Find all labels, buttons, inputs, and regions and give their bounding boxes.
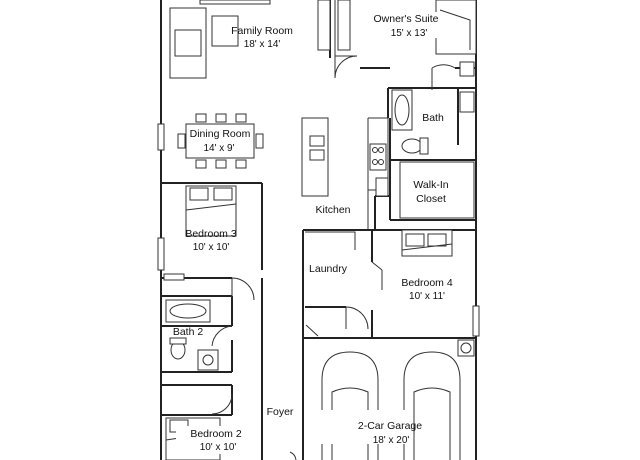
owners-suite-size: 15' x 13' — [391, 28, 428, 39]
owners-suite-name: Owner's Suite — [373, 13, 438, 25]
garage-size: 18' x 20' — [373, 435, 410, 446]
room-labels: Family Room 18' x 14' Owner's Suite 15' … — [173, 12, 453, 454]
bath-2-name: Bath 2 — [173, 326, 204, 338]
dining-room-size: 14' x 9' — [203, 143, 234, 154]
bedroom-3-name: Bedroom 3 — [185, 228, 237, 240]
family-room-size: 18' x 14' — [244, 39, 281, 50]
dining-room-name: Dining Room — [190, 128, 251, 140]
doors — [211, 55, 456, 460]
bath-name: Bath — [422, 112, 444, 124]
bedroom-4-name: Bedroom 4 — [401, 277, 453, 289]
garage-name: 2-Car Garage — [358, 420, 422, 432]
kitchen-name: Kitchen — [315, 204, 350, 216]
laundry-name: Laundry — [309, 263, 348, 275]
bedroom-2-size: 10' x 10' — [200, 442, 237, 453]
walk-in-closet-name-1: Walk-In — [413, 179, 448, 191]
bedroom-3-size: 10' x 10' — [193, 242, 230, 253]
bedroom-2-name: Bedroom 2 — [190, 428, 242, 440]
bedroom-4-size: 10' x 11' — [409, 291, 445, 302]
furniture — [163, 0, 477, 460]
family-room-name: Family Room — [231, 25, 293, 37]
walk-in-closet-name-2: Closet — [416, 193, 446, 205]
foyer-name: Foyer — [267, 406, 294, 418]
